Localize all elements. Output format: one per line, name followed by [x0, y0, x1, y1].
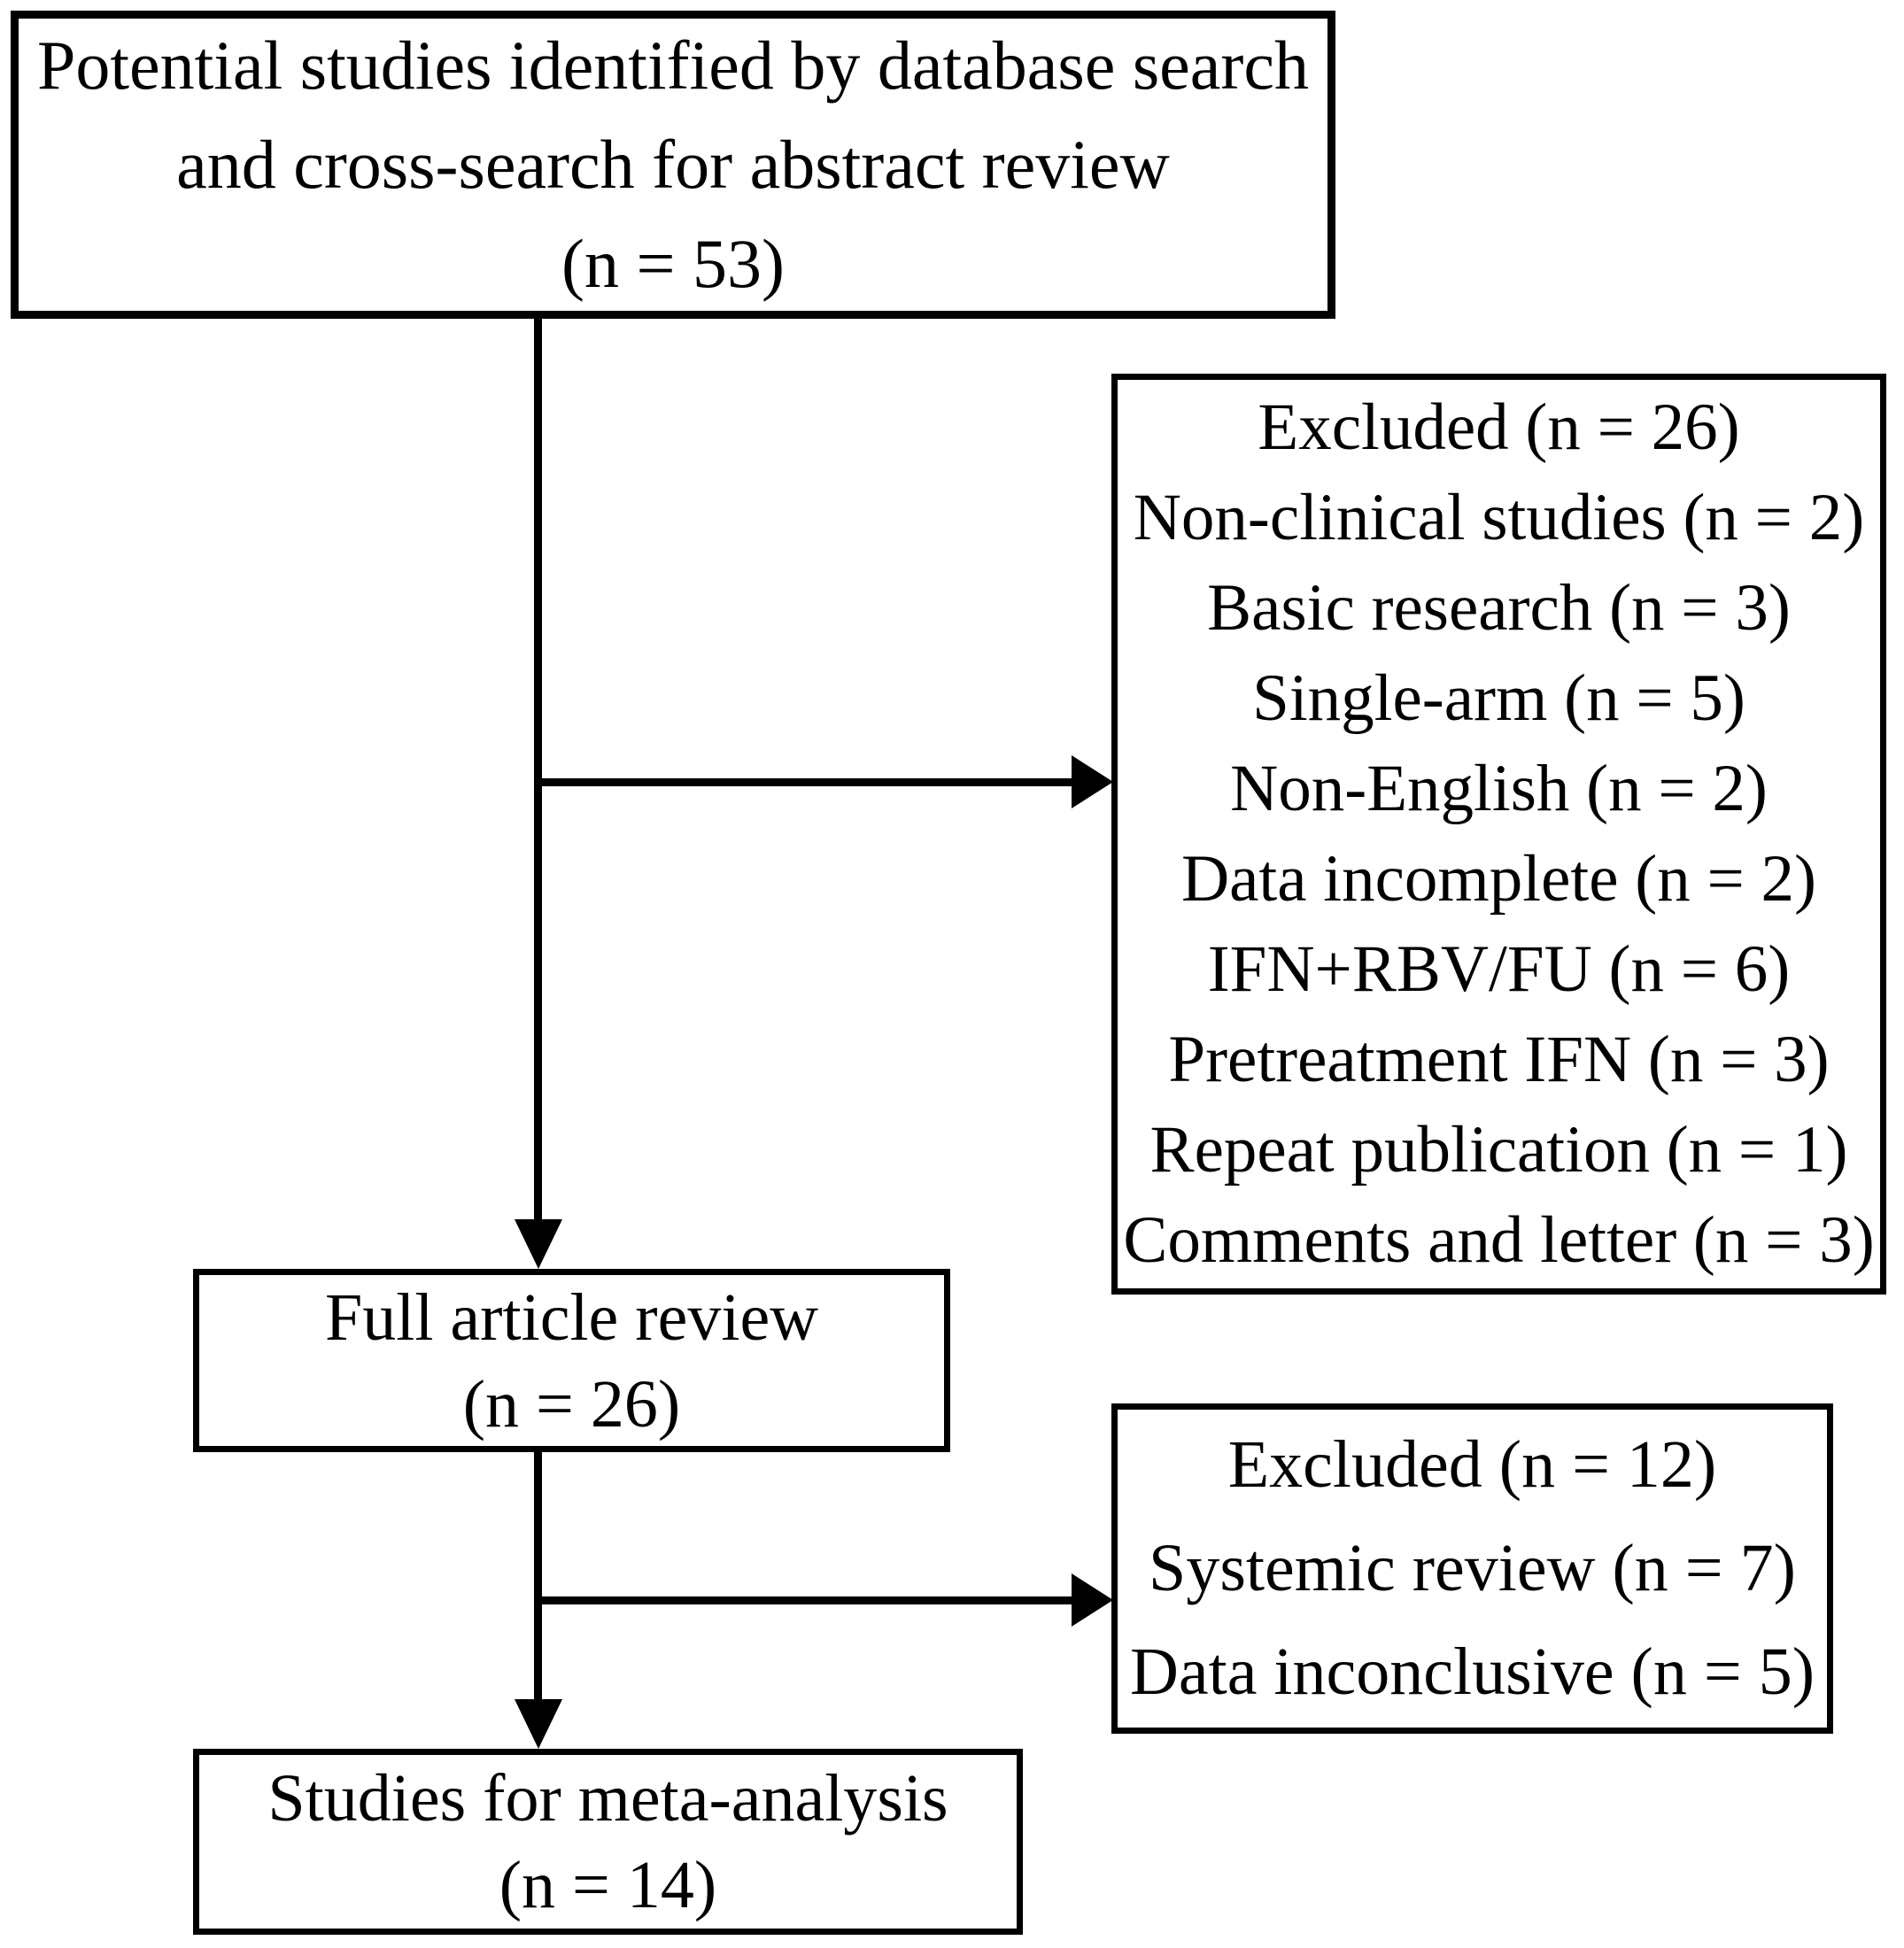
- flow-node-identified: Potential studies identified by database…: [11, 11, 1335, 319]
- excluded-abstract-reason-6: IFN+RBV/FU (n = 6): [1207, 932, 1791, 1006]
- connector-identified-to-excluded-abstract: [534, 778, 1076, 786]
- connector-full-review-to-excluded-full: [534, 1596, 1076, 1604]
- excluded-abstract-reason-1: Non-clinical studies (n = 2): [1133, 481, 1865, 554]
- full-review-count: (n = 26): [462, 1366, 681, 1442]
- connector-identified-to-full-review: [534, 319, 542, 1222]
- excluded-full-title: Excluded (n = 12): [1227, 1427, 1717, 1502]
- excluded-full-reason-1: Systemic review (n = 7): [1149, 1531, 1796, 1605]
- node-identified-count: (n = 53): [561, 225, 785, 302]
- excluded-abstract-reason-2: Basic research (n = 3): [1207, 571, 1791, 645]
- connector-full-review-to-meta-analysis: [534, 1450, 542, 1702]
- full-review-line-1: Full article review: [324, 1279, 819, 1355]
- excluded-abstract-reason-3: Single-arm (n = 5): [1252, 661, 1745, 735]
- arrowhead-right-excluded-abstract: [1072, 755, 1113, 808]
- excluded-abstract-reason-5: Data incomplete (n = 2): [1180, 842, 1817, 916]
- excluded-abstract-reason-9: Comments and letter (n = 3): [1123, 1203, 1875, 1277]
- flow-node-excluded-abstract: Excluded (n = 26) Non-clinical studies (…: [1111, 374, 1886, 1295]
- excluded-abstract-reason-7: Pretreatment IFN (n = 3): [1168, 1023, 1830, 1096]
- arrowhead-down-full-review: [515, 1219, 562, 1269]
- node-identified-line-1: Potential studies identified by database…: [36, 27, 1310, 104]
- flow-node-full-review: Full article review (n = 26): [193, 1269, 950, 1452]
- excluded-abstract-reason-4: Non-English (n = 2): [1230, 752, 1768, 825]
- arrowhead-right-excluded-full: [1072, 1573, 1113, 1627]
- meta-analysis-count: (n = 14): [499, 1848, 717, 1922]
- excluded-abstract-reason-8: Repeat publication (n = 1): [1149, 1113, 1848, 1187]
- arrowhead-down-meta-analysis: [515, 1699, 562, 1749]
- flow-node-excluded-full: Excluded (n = 12) Systemic review (n = 7…: [1111, 1403, 1833, 1734]
- meta-analysis-line-1: Studies for meta-analysis: [267, 1761, 948, 1836]
- flow-node-meta-analysis: Studies for meta-analysis (n = 14): [193, 1749, 1023, 1935]
- excluded-full-reason-2: Data inconclusive (n = 5): [1129, 1635, 1815, 1709]
- excluded-abstract-title: Excluded (n = 26): [1258, 390, 1740, 464]
- node-identified-line-2: and cross-search for abstract review: [176, 126, 1170, 203]
